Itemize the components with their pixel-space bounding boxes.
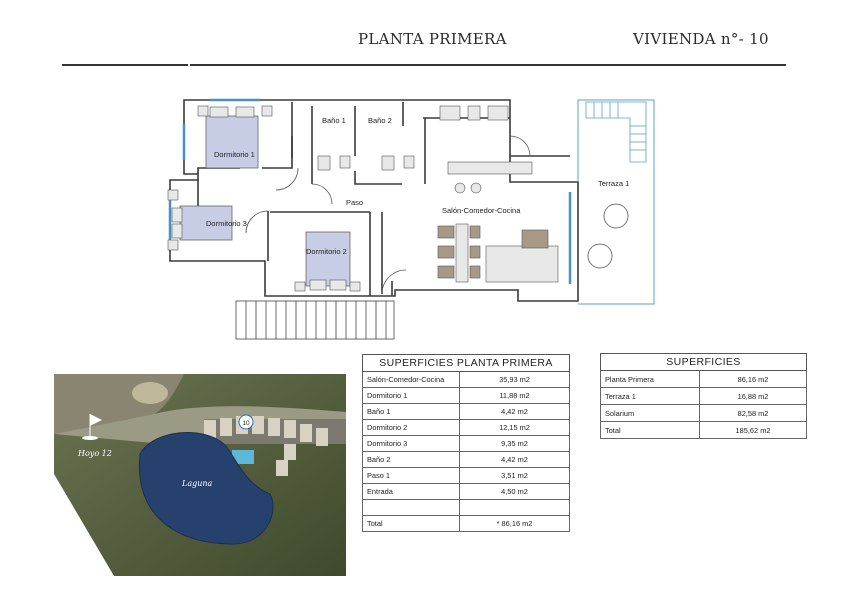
row-name: Total <box>600 421 700 439</box>
row-name: Dormitorio 1 <box>362 387 460 404</box>
superficies-table-title: SUPERFICIES <box>600 353 807 371</box>
row-name: Baño 2 <box>362 451 460 468</box>
row-name: Planta Primera <box>600 370 700 388</box>
room-label-dormitorio1: Dormitorio 1 <box>214 150 255 159</box>
room-label-bano1: Baño 1 <box>322 116 346 125</box>
room-label-paso: Paso <box>346 198 363 207</box>
row-name: Baño 1 <box>362 403 460 420</box>
row-name: Entrada <box>362 483 460 500</box>
header-divider-left <box>62 64 188 66</box>
table-row-total: Total* 86,16 m2 <box>362 515 570 532</box>
plan-title: PLANTA PRIMERA <box>358 30 507 48</box>
unit-marker: 10 <box>242 420 250 427</box>
unit-title: VIVIENDA n°- 10 <box>633 30 769 48</box>
row-value: 4,50 m2 <box>459 483 570 500</box>
row-name: Paso 1 <box>362 467 460 484</box>
row-value: 16,88 m2 <box>699 387 807 405</box>
room-label-salon: Salón-Comedor-Cocina <box>442 206 521 215</box>
room-label-dormitorio3: Dormitorio 3 <box>206 219 247 228</box>
planta-table-title: SUPERFICIES PLANTA PRIMERA <box>362 354 570 372</box>
row-value: 11,88 m2 <box>459 387 570 404</box>
row-value: 82,58 m2 <box>699 404 807 422</box>
site-map: 10 Hoyo 12 Laguna <box>54 374 346 576</box>
floor-plan: Dormitorio 1 Baño 1 Baño 2 Dormitorio 3 … <box>167 98 655 340</box>
row-name: Dormitorio 2 <box>362 419 460 436</box>
row-value: 86,16 m2 <box>699 370 807 388</box>
table-row-empty <box>362 499 570 516</box>
room-label-terraza1: Terraza 1 <box>598 179 629 188</box>
row-name: Dormitorio 3 <box>362 435 460 452</box>
laguna-label: Laguna <box>181 479 213 488</box>
row-value: 9,35 m2 <box>459 435 570 452</box>
row-value: 185,62 m2 <box>699 421 807 439</box>
row-name: Solarium <box>600 404 700 422</box>
room-label-dormitorio2: Dormitorio 2 <box>306 247 347 256</box>
header-divider-right <box>190 64 786 66</box>
row-value: 35,93 m2 <box>459 371 570 388</box>
row-name: Salón-Comedor-Cocina <box>362 371 460 388</box>
total-value: * 86,16 m2 <box>459 515 570 532</box>
row-value: 12,15 m2 <box>459 419 570 436</box>
room-label-bano2: Baño 2 <box>368 116 392 125</box>
row-value: 4,42 m2 <box>459 451 570 468</box>
row-value: 4,42 m2 <box>459 403 570 420</box>
planta-surfaces-table: SUPERFICIES PLANTA PRIMERA Salón-Comedor… <box>362 354 570 532</box>
hoyo-label: Hoyo 12 <box>77 449 112 458</box>
total-label: Total <box>362 515 460 532</box>
row-name: Terraza 1 <box>600 387 700 405</box>
row-value: 3,51 m2 <box>459 467 570 484</box>
